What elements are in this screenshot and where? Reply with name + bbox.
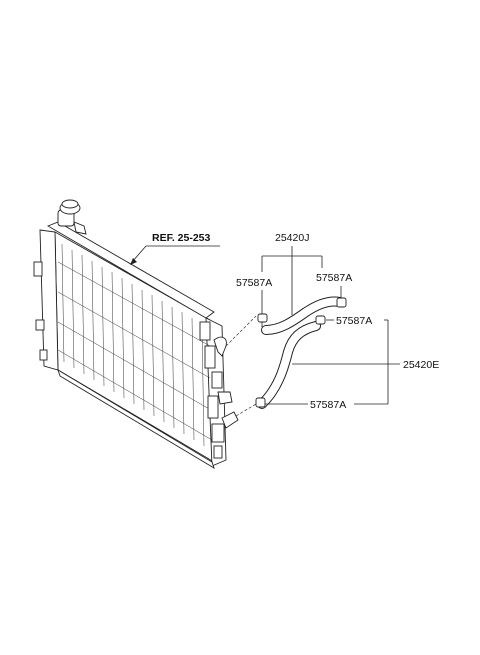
- radiator-bottom-rail: [57, 368, 215, 470]
- clamp-57587a-upper-left: [257, 313, 268, 327]
- part-number-25420e: 25420E: [403, 359, 439, 371]
- upper-outlet-pipe: [213, 336, 227, 357]
- part-number-57587a-right: 57587A: [316, 272, 352, 284]
- hose-lower: [257, 321, 321, 409]
- left-tank-fittings: [33, 261, 48, 361]
- leader-lines: [146, 245, 400, 405]
- clamp-57587a-mid: [315, 315, 326, 325]
- radiator-left-tank: [39, 229, 59, 371]
- hose-upper: [261, 296, 345, 335]
- clamp-57587a-lower: [255, 397, 266, 408]
- part-number-57587a-bottom: 57587A: [310, 399, 346, 411]
- ref-leader-arrow: [130, 258, 137, 265]
- radiator-top-tank: [46, 221, 215, 319]
- right-tank-hardware: [199, 321, 239, 459]
- radiator-assembly: [33, 199, 239, 470]
- lower-connection-dashes: [235, 403, 257, 417]
- radiator-fins: [57, 243, 213, 447]
- ref-label: REF. 25-253: [152, 232, 211, 244]
- lower-outlet-pipe: [221, 411, 239, 429]
- part-number-57587a-mid: 57587A: [336, 315, 372, 327]
- upper-connection-dashes: [225, 315, 257, 347]
- part-number-25420j: 25420J: [275, 232, 309, 244]
- clamp-57587a-upper-right: [336, 292, 347, 308]
- radiator-cap: [57, 199, 87, 235]
- part-number-57587a-left: 57587A: [236, 277, 272, 289]
